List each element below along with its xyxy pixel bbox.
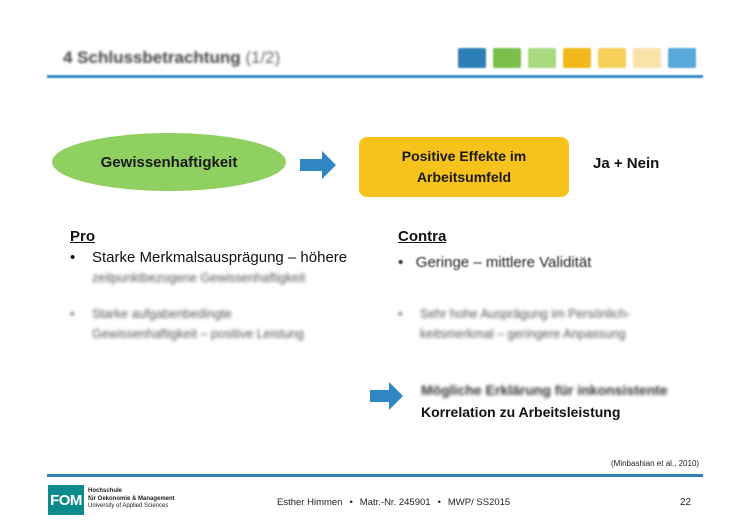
contra-bullet-1: • Geringe – mittlere Validität xyxy=(398,254,591,271)
org-line-1: Hochschule xyxy=(88,488,123,494)
citation: (Minbashian et al., 2010) xyxy=(611,459,700,468)
fom-logo: FOM xyxy=(48,485,84,515)
bullet-dot: • xyxy=(70,307,75,321)
right-arrow-icon xyxy=(300,151,336,179)
contra-bullet-1-text: Geringe – mittlere Validität xyxy=(415,254,592,271)
footer-author: Esther Himmen xyxy=(277,497,343,508)
contra-heading: Contra xyxy=(398,228,447,245)
pro-bullet-2: • Starke aufgabenbedingte xyxy=(70,304,232,324)
bullet-dot: • xyxy=(398,254,404,271)
slide-title: 4 Schlussbetrachtung (1/2) xyxy=(63,48,280,68)
footer-matr: Matr.-Nr. 245901 xyxy=(359,497,431,508)
pro-bullet-1-text: Starke Merkmalsausprägung – höhere xyxy=(92,249,348,266)
title-divider xyxy=(47,75,703,78)
pro-bullet-1-continuation: zeitpunktbezogene Gewissenhaftigkeit xyxy=(92,271,306,285)
footer-separator: • xyxy=(437,497,441,508)
conclusion-line-1: Mögliche Erklärung für inkonsistente xyxy=(421,382,668,398)
color-square xyxy=(458,48,486,68)
slide-title-suffix: (1/2) xyxy=(245,48,281,67)
org-line-2: für Oekonomie & Management xyxy=(88,495,175,502)
contra-bullet-2-continuation: keitsmerkmal – geringere Anpassung xyxy=(420,327,626,341)
trait-label: Gewissenhaftigkeit xyxy=(100,153,238,171)
bullet-dot: • xyxy=(70,249,76,266)
footer-info: Esther Himmen • Matr.-Nr. 245901 • MWP/ … xyxy=(277,497,510,508)
trait-ellipse: Gewissenhaftigkeit xyxy=(52,133,286,191)
organization-name: Hochschule für Oekonomie & Management Un… xyxy=(88,488,175,511)
verdict-text: Ja + Nein xyxy=(593,155,660,172)
color-square xyxy=(563,48,591,68)
color-square xyxy=(633,48,661,68)
contra-bullet-2: • Sehr hohe Ausprägung im Persönlich- xyxy=(398,304,631,324)
logo-text: FOM xyxy=(50,491,82,509)
pro-bullet-2-text: Starke aufgabenbedingte xyxy=(92,307,232,321)
color-square xyxy=(668,48,696,68)
page-number: 22 xyxy=(680,497,692,508)
footer-course: MWP/ SS2015 xyxy=(447,497,511,508)
conclusion-line-2: Korrelation zu Arbeitsleistung xyxy=(421,404,621,420)
bullet-dot: • xyxy=(398,307,403,321)
footer-separator: • xyxy=(349,497,353,508)
slide-title-main: 4 Schlussbetrachtung xyxy=(63,48,241,67)
footer-divider xyxy=(47,474,703,477)
color-square xyxy=(493,48,521,68)
org-line-3: University of Applied Sciences xyxy=(88,503,169,509)
effect-label: Positive Effekte im Arbeitsumfeld xyxy=(401,148,527,185)
effect-box: Positive Effekte im Arbeitsumfeld xyxy=(359,137,569,197)
pro-heading: Pro xyxy=(70,228,96,245)
pro-bullet-1: • Starke Merkmalsausprägung – höhere xyxy=(70,249,347,266)
right-arrow-icon xyxy=(370,382,403,410)
color-square xyxy=(598,48,626,68)
contra-bullet-2-text: Sehr hohe Ausprägung im Persönlich- xyxy=(420,307,631,321)
pro-bullet-2-continuation: Gewissenhaftigkeit – positive Leistung xyxy=(92,327,304,341)
color-square xyxy=(528,48,556,68)
